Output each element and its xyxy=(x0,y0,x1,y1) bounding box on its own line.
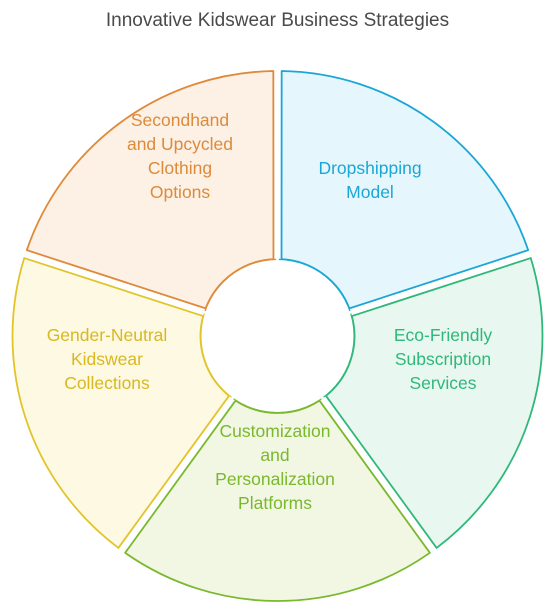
segment-label-line: Platforms xyxy=(238,493,312,513)
diagram-title: Innovative Kidswear Business Strategies xyxy=(105,10,450,31)
segment-label-line: Collections xyxy=(64,373,150,393)
segment-label-line: Personalization xyxy=(215,469,335,489)
segment-label-line: Services xyxy=(409,373,476,393)
segment-label-line: Eco-Friendly xyxy=(394,325,492,345)
segment-label-line: Options xyxy=(150,182,211,202)
segment-label-line: Kidswear xyxy=(71,349,143,369)
segment-label-line: Customization xyxy=(220,421,331,441)
segment-label-line: Dropshipping xyxy=(318,158,421,178)
segment-label-line: and xyxy=(260,445,289,465)
segment-label-line: Subscription xyxy=(395,349,491,369)
segment-label-line: Gender-Neutral xyxy=(47,325,168,345)
segment-label-line: Secondhand xyxy=(131,110,229,130)
center-hole xyxy=(201,260,354,412)
segment-label-line: and Upcycled xyxy=(127,134,233,154)
segment-label-line: Model xyxy=(346,182,394,202)
segment-label-line: Clothing xyxy=(148,158,212,178)
